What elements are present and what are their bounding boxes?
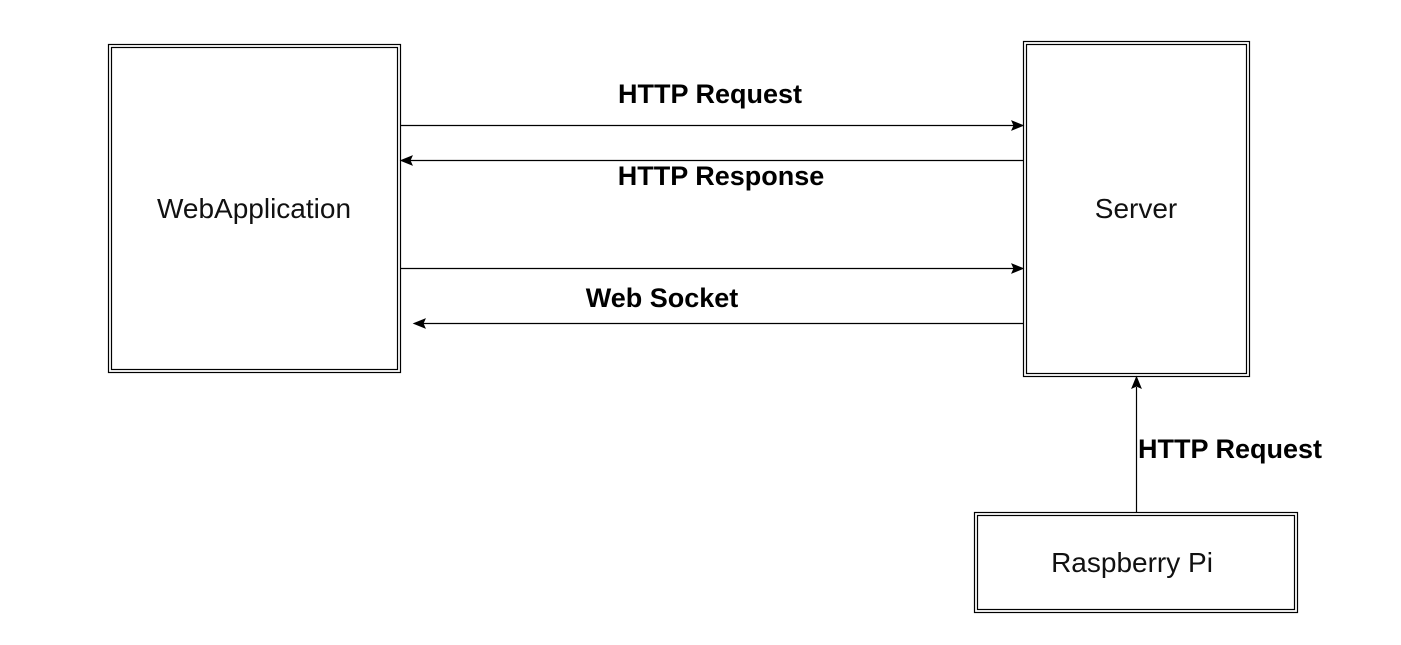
http-response-label: HTTP Response (618, 161, 825, 191)
web-socket-out-arrow-icon (1011, 263, 1025, 274)
server-node-inner-border (1025, 43, 1248, 375)
server-label: Server (1095, 193, 1177, 224)
http-response-arrow-icon (399, 155, 413, 166)
raspberry-pi-node-inner-border (976, 514, 1296, 611)
webapp-node-border (107, 43, 402, 374)
raspberry-pi-label: Raspberry Pi (1051, 547, 1213, 578)
pi-http-request-arrow-icon (1131, 375, 1142, 389)
webapp-node-inner-border (110, 46, 399, 371)
edge-web-socket-in[interactable]: Web Socket (412, 283, 1023, 329)
raspberry-pi-node-border (973, 511, 1299, 614)
raspberry-pi-node[interactable]: Raspberry Pi (973, 511, 1299, 614)
http-request-label: HTTP Request (618, 79, 802, 109)
edge-http-response[interactable]: HTTP Response (399, 155, 1023, 191)
edge-http-request[interactable]: HTTP Request (401, 79, 1025, 131)
pi-http-request-label: HTTP Request (1138, 434, 1322, 464)
edge-web-socket-out[interactable] (401, 263, 1025, 274)
webapp-node[interactable]: WebApplication (107, 43, 402, 374)
edge-pi-http-request[interactable]: HTTP Request (1131, 375, 1322, 512)
webapp-label: WebApplication (157, 193, 351, 224)
web-socket-label: Web Socket (586, 283, 739, 313)
web-socket-in-arrow-icon (412, 318, 426, 329)
http-request-arrow-icon (1011, 120, 1025, 131)
server-node[interactable]: Server (1022, 40, 1251, 378)
